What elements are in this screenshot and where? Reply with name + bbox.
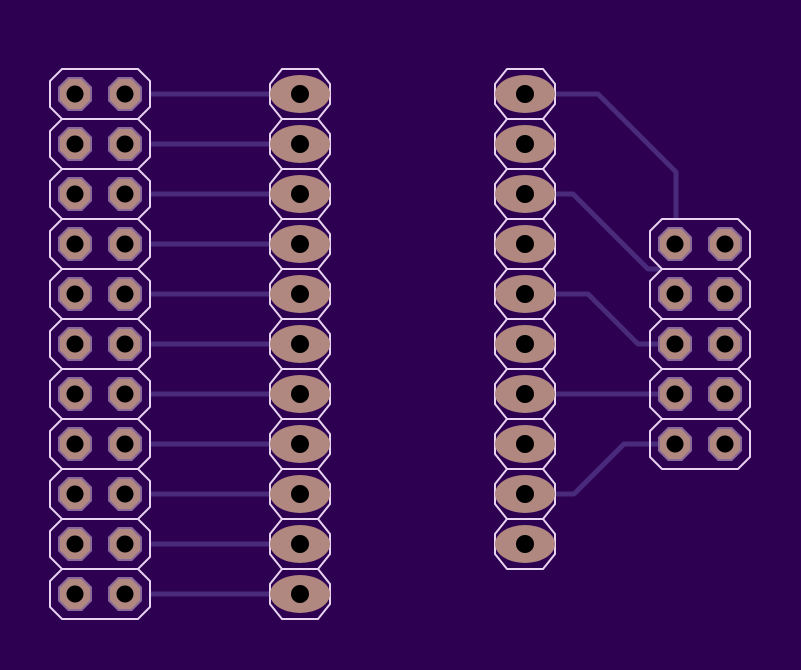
left-header-pad-drill <box>66 135 84 153</box>
left-header-pad-drill <box>116 485 134 503</box>
left-header-pad-drill <box>116 585 134 603</box>
traces <box>150 91 679 597</box>
pad-column-a <box>269 68 331 620</box>
column-b-pad-drill <box>516 385 534 403</box>
left-header <box>49 68 151 620</box>
right-header-pad-drill <box>716 335 734 353</box>
column-a-pad-drill <box>291 135 309 153</box>
left-header-pad-drill <box>66 285 84 303</box>
right-header-pad-drill <box>716 435 734 453</box>
right-header-pad-drill <box>666 285 684 303</box>
left-header-pad-drill <box>66 235 84 253</box>
column-a-pad-drill <box>291 285 309 303</box>
right-header-pad-drill <box>716 235 734 253</box>
left-header-pad-drill <box>116 285 134 303</box>
right-header-pad-drill <box>666 335 684 353</box>
column-a-pad-drill <box>291 85 309 103</box>
column-b-pad-drill <box>516 435 534 453</box>
column-a-pad-drill <box>291 485 309 503</box>
left-header-pad-drill <box>66 85 84 103</box>
pad-column-b <box>494 68 556 570</box>
left-header-pad-drill <box>66 435 84 453</box>
column-a-pad-drill <box>291 535 309 553</box>
column-a-outline <box>269 568 331 620</box>
column-b-pad-drill <box>516 135 534 153</box>
trace <box>555 441 660 497</box>
left-header-pad-drill <box>66 185 84 203</box>
column-b-pad-drill <box>516 335 534 353</box>
left-header-pad-drill <box>116 385 134 403</box>
column-b-outline <box>494 518 556 570</box>
column-a-pad-drill <box>291 235 309 253</box>
column-b-pad-drill <box>516 485 534 503</box>
left-header-pad-drill <box>116 335 134 353</box>
left-header-pad-drill <box>116 435 134 453</box>
left-header-pad-drill <box>66 335 84 353</box>
left-header-pad-drill <box>66 585 84 603</box>
column-b-pad-drill <box>516 285 534 303</box>
right-header-pad-drill <box>716 385 734 403</box>
column-a-pad-drill <box>291 585 309 603</box>
column-a-pad-drill <box>291 435 309 453</box>
left-header-pad-drill <box>116 85 134 103</box>
right-header-pad-drill <box>666 385 684 403</box>
right-header-pad-drill <box>716 285 734 303</box>
column-b-pad-drill <box>516 185 534 203</box>
column-b-pad-drill <box>516 235 534 253</box>
right-header-pad-drill <box>666 435 684 453</box>
column-a-pad-drill <box>291 335 309 353</box>
column-a-pad-drill <box>291 185 309 203</box>
column-a-pad-drill <box>291 385 309 403</box>
right-header-pad-drill <box>666 235 684 253</box>
column-b-pad-drill <box>516 535 534 553</box>
trace <box>555 91 679 220</box>
left-header-outline <box>49 568 151 620</box>
column-b-pad-drill <box>516 85 534 103</box>
left-header-pad-drill <box>116 135 134 153</box>
left-header-pad-drill <box>66 535 84 553</box>
left-header-pad-drill <box>116 185 134 203</box>
left-header-pad-drill <box>116 235 134 253</box>
right-header-outline <box>649 418 751 470</box>
right-header <box>649 218 751 470</box>
left-header-pad-drill <box>116 535 134 553</box>
left-header-pad-drill <box>66 485 84 503</box>
left-header-pad-drill <box>66 385 84 403</box>
trace <box>555 191 660 272</box>
